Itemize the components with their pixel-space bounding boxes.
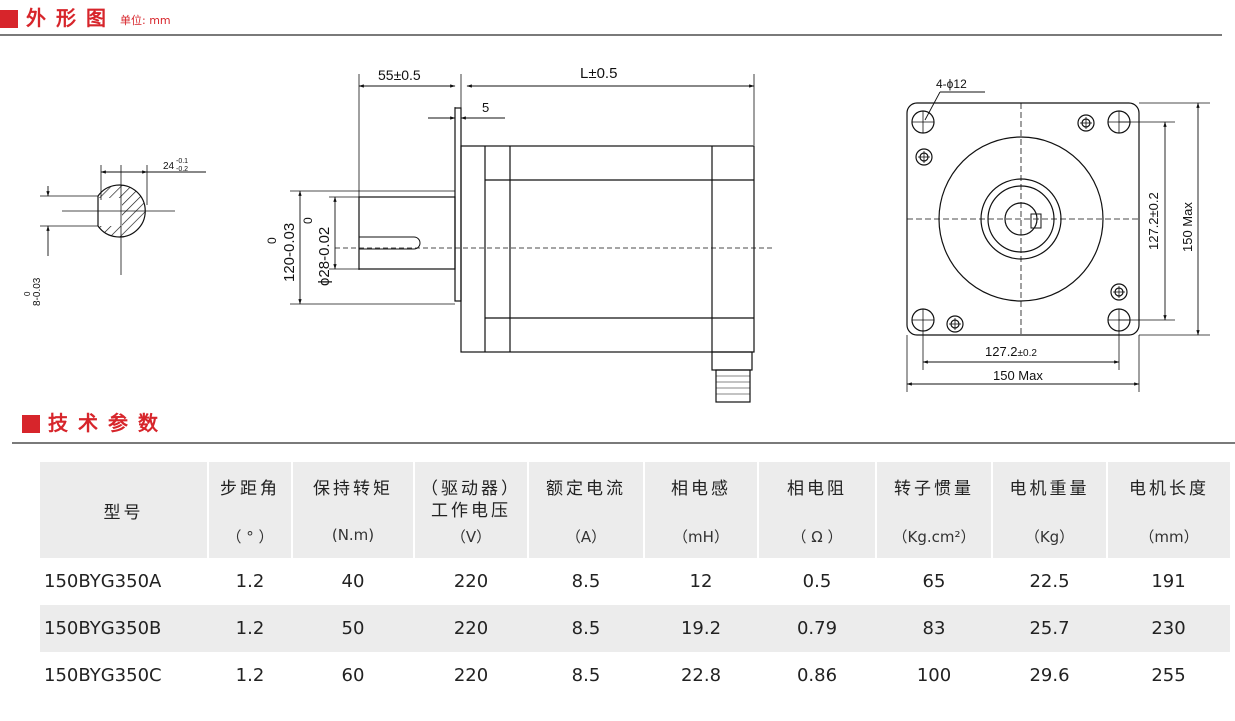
cell-length: 230 [1107,605,1230,652]
outline-divider [0,34,1222,36]
cell-inductance: 22.8 [680,665,722,686]
cell-resistance: 0.5 [802,571,832,592]
cell-holding-torque: 50 [292,605,414,652]
mount-holes-dim: 4-ϕ12 [936,77,967,91]
header-step-angle: 步距角（ ° ） [207,462,292,558]
outline-drawing: 24 -0.1 -0.2 8-0.03 0 [23,65,1210,403]
header-holding-torque: 保持转矩(N.m) [291,462,414,558]
header-resistance: 相电阻（ Ω ） [757,462,876,558]
cell-rotor-inertia: 83 [876,605,992,652]
motor-side-view [290,74,772,403]
pilot-diameter-dim: 120-0.03 [281,223,298,282]
cell-holding-torque: 60 [341,665,365,686]
header-inductance: 相电感（mH） [643,462,758,558]
cell-rated-current: 8.5 [571,665,601,686]
outline-unit: 单位: mm [120,14,171,27]
cell-holding-torque: 40 [341,571,365,592]
red-square-icon [0,10,18,28]
table-row: 150BYG350C 1.2 60 220 8.5 22.8 0.86 100 … [40,652,1230,699]
cell-voltage: 220 [414,605,528,652]
cell-rated-current: 8.5 [571,571,601,592]
max-height-dim: 150 Max [1180,202,1195,252]
motor-front-view [906,91,1210,392]
key-side-dim-hi: 0 [23,291,32,296]
max-width-dim: 150 Max [993,368,1043,383]
table-header-row: 型号 步距角（ ° ） 保持转矩(N.m) （驱动器）工作电压（V） 额定电流（… [40,462,1230,558]
outline-header: 外形图 单位: mm [0,8,171,28]
specs-header: 技术参数 [22,413,168,433]
table-row: 150BYG350B 1.2 50 220 8.5 19.2 0.79 83 2… [40,605,1230,652]
cell-inductance: 19.2 [644,605,758,652]
key-side-dim: 8-0.03 [32,277,43,306]
cell-rated-current: 8.5 [528,605,644,652]
key-top-tol-hi: -0.1 [176,158,188,165]
cell-weight: 29.6 [1029,665,1070,686]
cell-model: 150BYG350C [44,665,162,686]
cell-model: 150BYG350B [40,605,208,652]
bolt-spacing-vertical-dim: 127.2±0.2 [1146,192,1161,250]
cell-length: 255 [1151,665,1186,686]
body-length-dim: L±0.5 [580,65,617,82]
cell-voltage: 220 [453,665,489,686]
bolt-spacing-horizontal-dim: 127.2±0.2 [985,344,1037,359]
cell-rotor-inertia: 100 [916,665,952,686]
cell-step-angle: 1.2 [208,605,292,652]
header-rated-current: 额定电流（A） [527,462,644,558]
shaft-diameter-dim-hi: 0 [301,217,315,224]
outline-title: 外形图 [26,6,116,30]
cell-rotor-inertia: 65 [922,571,946,592]
header-model: 型号 [40,462,208,558]
specs-divider [12,442,1235,444]
key-top-dim: 24 [163,161,175,172]
shaft-section-view [40,165,206,275]
cell-step-angle: 1.2 [235,571,265,592]
cell-weight: 22.5 [1029,571,1070,592]
header-voltage: （驱动器）工作电压（V） [413,462,528,558]
cell-voltage: 220 [453,571,489,592]
red-square-icon [22,415,40,433]
cell-model: 150BYG350A [44,571,162,592]
cell-resistance: 0.86 [796,665,838,686]
key-top-tol-lo: -0.2 [176,166,188,173]
header-weight: 电机重量（Kg） [991,462,1107,558]
cell-resistance: 0.79 [758,605,876,652]
shaft-diameter-dim: ϕ28-0.02 [316,227,333,286]
shaft-length-dim: 55±0.5 [378,67,421,83]
cell-inductance: 12 [689,571,713,592]
header-length: 电机长度（mm） [1106,462,1230,558]
cell-weight: 25.7 [992,605,1107,652]
pilot-diameter-dim-hi: 0 [265,237,279,244]
header-rotor-inertia: 转子惯量（Kg.cm²） [875,462,992,558]
cell-step-angle: 1.2 [235,665,265,686]
table-row: 150BYG350A 1.2 40 220 8.5 12 0.5 65 22.5… [40,558,1230,605]
flange-thickness-dim: 5 [482,100,489,115]
spec-table: 型号 步距角（ ° ） 保持转矩(N.m) （驱动器）工作电压（V） 额定电流（… [40,462,1230,699]
specs-title: 技术参数 [48,411,168,435]
cell-length: 191 [1151,571,1186,592]
